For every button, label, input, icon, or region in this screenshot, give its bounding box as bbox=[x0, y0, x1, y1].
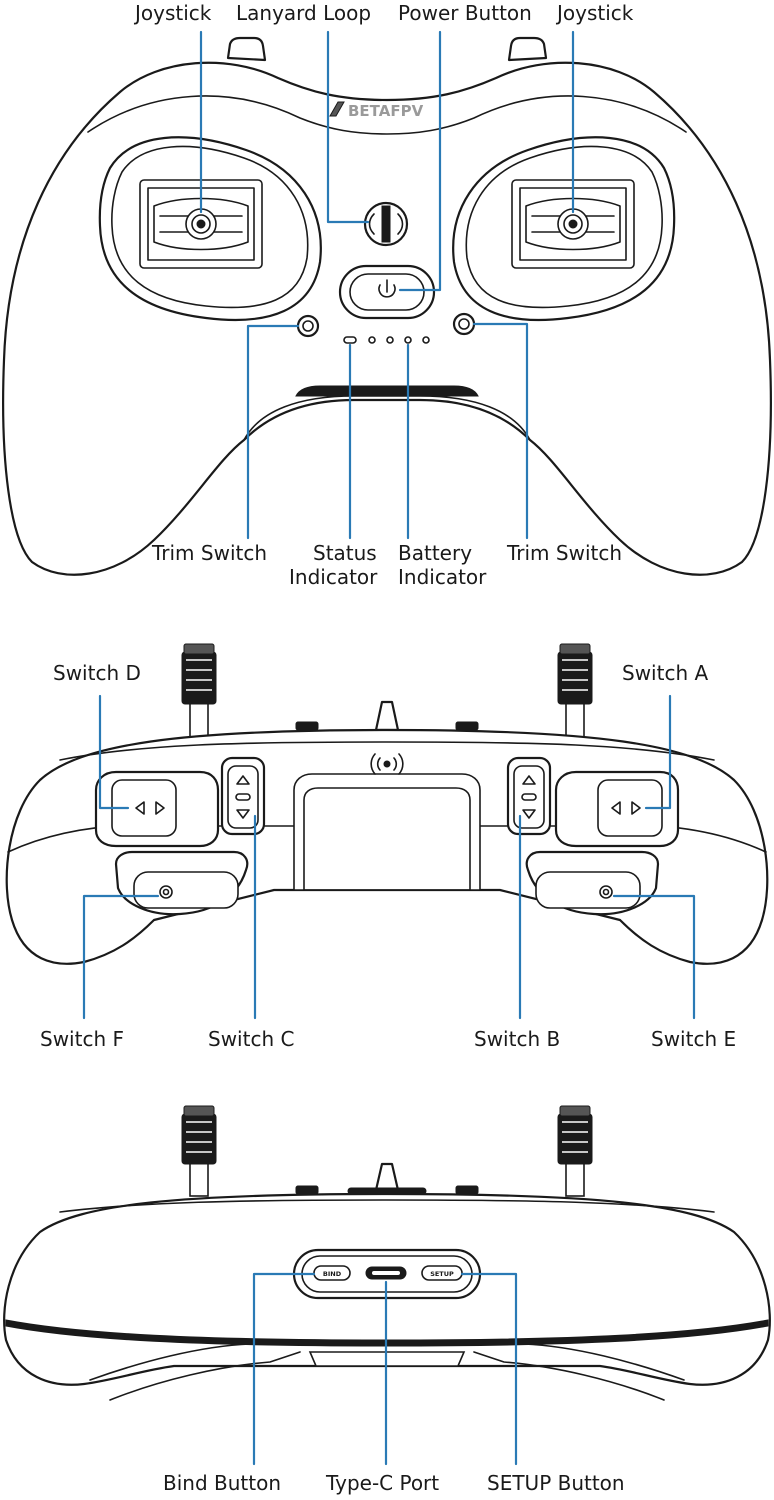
label-setup-button: SETUP Button bbox=[487, 1471, 625, 1495]
label-trim-switch-left: Trim Switch bbox=[151, 541, 267, 565]
label-switch-e: Switch E bbox=[651, 1027, 736, 1051]
front-view bbox=[5, 643, 769, 1020]
power-icon bbox=[378, 279, 396, 298]
label-power-button: Power Button bbox=[398, 1, 532, 25]
label-switch-c: Switch C bbox=[208, 1027, 294, 1051]
label-status-indicator-1: Status bbox=[313, 541, 377, 565]
label-bind-button: Bind Button bbox=[163, 1471, 281, 1495]
label-type-c-port: Type-C Port bbox=[325, 1471, 439, 1495]
label-switch-d: Switch D bbox=[53, 661, 141, 685]
label-joystick-left: Joystick bbox=[133, 1, 212, 25]
bottom-view: BIND SETUP bbox=[3, 1105, 771, 1466]
brand-logo: BETAFPV bbox=[348, 102, 424, 120]
triangle-left-icon bbox=[135, 801, 145, 815]
label-lanyard-loop: Lanyard Loop bbox=[236, 1, 371, 25]
triangle-down-icon bbox=[236, 809, 250, 819]
label-battery-indicator-2: Indicator bbox=[398, 565, 487, 589]
setup-button-text: SETUP bbox=[430, 1270, 454, 1278]
label-battery-indicator-1: Battery bbox=[398, 541, 472, 565]
triangle-up-icon bbox=[236, 775, 250, 785]
triangle-right-icon bbox=[155, 801, 165, 815]
top-view: BETAFPV bbox=[2, 30, 772, 576]
label-switch-f: Switch F bbox=[40, 1027, 124, 1051]
label-trim-switch-right: Trim Switch bbox=[506, 541, 622, 565]
bind-button-text: BIND bbox=[323, 1270, 342, 1278]
label-status-indicator-2: Indicator bbox=[289, 565, 378, 589]
wireless-icon bbox=[370, 753, 404, 775]
label-joystick-right: Joystick bbox=[555, 1, 634, 25]
label-switch-a: Switch A bbox=[622, 661, 708, 685]
label-switch-b: Switch B bbox=[474, 1027, 560, 1051]
